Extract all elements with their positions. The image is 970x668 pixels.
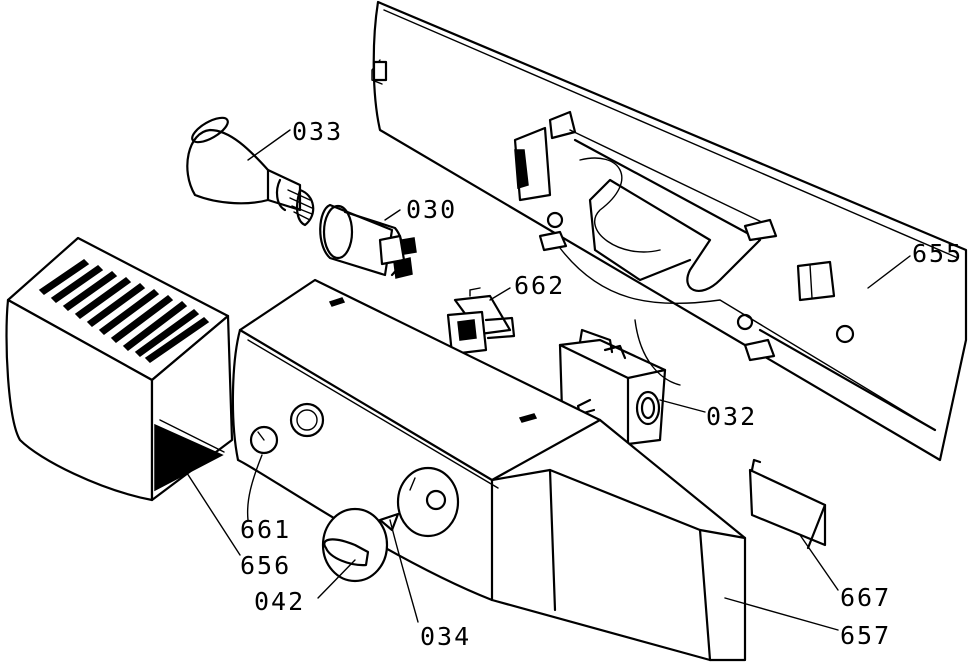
label-667: 667	[840, 583, 891, 612]
lamp-cover-656	[5, 236, 234, 502]
knob-042	[321, 507, 400, 583]
label-662: 662	[514, 271, 565, 300]
part-labels: 033 030 655 662 032 661 656 042 034 667 …	[240, 117, 963, 651]
label-032: 032	[706, 402, 757, 431]
lamp-bulb-033	[186, 116, 315, 227]
label-042: 042	[254, 587, 305, 616]
label-033: 033	[292, 117, 343, 146]
label-030: 030	[406, 195, 457, 224]
control-board-655	[371, 0, 968, 462]
label-661: 661	[240, 515, 291, 544]
label-034: 034	[420, 622, 471, 651]
cover-grille	[38, 259, 210, 363]
label-656: 656	[240, 551, 291, 580]
label-655: 655	[912, 239, 963, 268]
light-shield-667	[748, 458, 827, 550]
switch-662	[446, 287, 516, 356]
label-657: 657	[840, 621, 891, 650]
lamp-socket-030	[319, 203, 417, 279]
leader-lines	[184, 129, 911, 631]
housing-657	[231, 278, 747, 662]
